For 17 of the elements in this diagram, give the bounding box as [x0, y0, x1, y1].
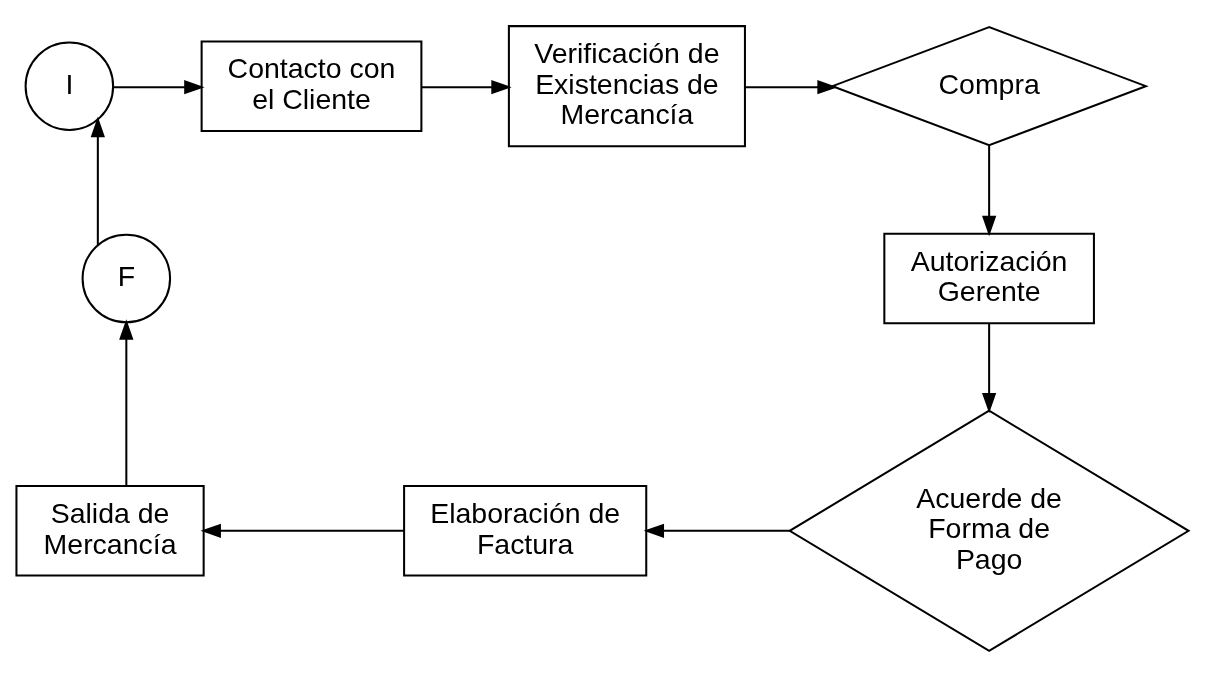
- arrow: [421, 79, 512, 94]
- arrow: [90, 116, 105, 245]
- arrow: [982, 323, 997, 413]
- node-circle: I: [24, 40, 115, 131]
- node-box: Verificación de Existencias de Mercancía: [507, 24, 746, 147]
- arrow: [119, 318, 134, 486]
- node-box: Contacto con el Cliente: [200, 39, 423, 132]
- node-circle: F: [81, 233, 172, 323]
- arrow: [200, 523, 404, 538]
- node-diamond: Acuerde de Forma de Pago: [787, 409, 1191, 652]
- arrow: [113, 79, 205, 94]
- arrow: [643, 523, 790, 538]
- node-box: Autorización Gerente: [883, 232, 1095, 324]
- arrow: [982, 144, 997, 236]
- node-box: Salida de Mercancía: [15, 484, 205, 577]
- arrow: [745, 79, 838, 94]
- node-box: Elaboración de Factura: [403, 484, 648, 577]
